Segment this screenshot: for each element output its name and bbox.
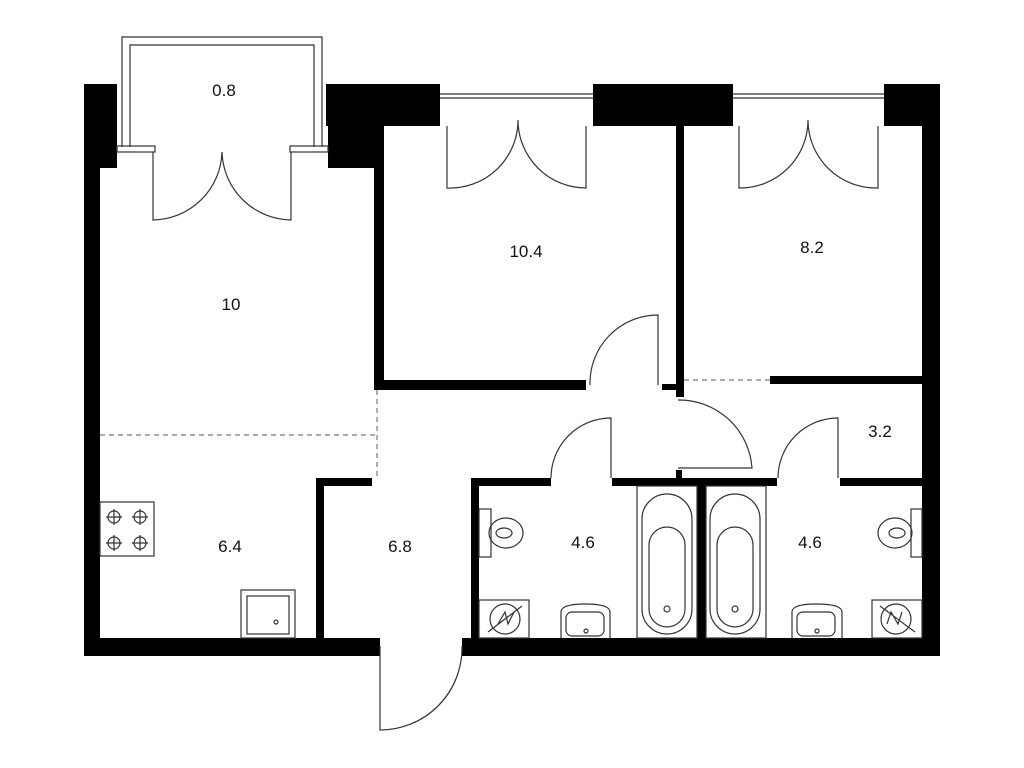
room-area-bedroom-1: 10.4 (509, 242, 543, 261)
kitchen-sink-icon (240, 589, 296, 639)
sink-icon (791, 603, 843, 638)
toilet-icon (478, 508, 524, 558)
room-area-balcony: 0.8 (212, 81, 236, 100)
washing-machine-icon (478, 599, 530, 639)
doors (152, 119, 879, 731)
sink-icon (560, 603, 611, 638)
windows (116, 36, 884, 153)
washing-machine-icon (871, 599, 923, 639)
bathtub-icon (636, 485, 698, 639)
room-area-storage: 3.2 (868, 422, 892, 441)
room-area-bathroom-1: 4.6 (571, 533, 595, 552)
stove-icon (99, 501, 155, 557)
room-area-kitchen: 6.4 (218, 537, 242, 556)
toilet-icon (877, 508, 923, 558)
room-area-living-room: 10 (221, 295, 241, 314)
room-area-hallway: 6.8 (388, 537, 412, 556)
zone-divider (100, 379, 770, 480)
bathtub-icon (705, 485, 767, 639)
room-area-bedroom-2: 8.2 (800, 238, 824, 257)
walls (84, 84, 940, 656)
room-area-bathroom-2: 4.6 (798, 533, 822, 552)
